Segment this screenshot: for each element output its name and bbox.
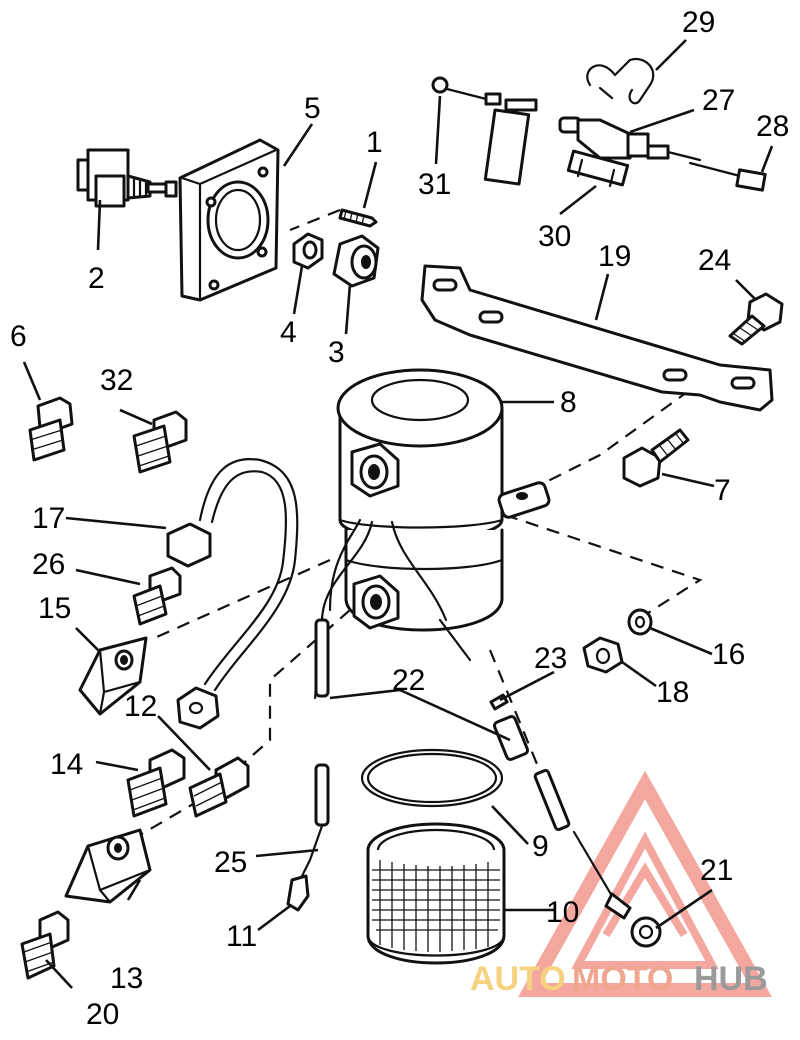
o-ring-part-9 [360, 748, 504, 808]
callout-1: 1 [366, 126, 383, 159]
fitting-part-20 [20, 910, 70, 980]
spacer-part-3 [332, 234, 380, 288]
screw-part-1 [338, 208, 378, 228]
fuse-part-30 [566, 149, 630, 188]
watermark-auto: AUTO [470, 960, 566, 998]
callout-26: 26 [32, 548, 65, 581]
terminal-part-28 [688, 161, 767, 192]
filter-part-10 [366, 822, 506, 965]
callout-10: 10 [546, 896, 579, 929]
callout-5: 5 [304, 92, 321, 125]
callout-3: 3 [328, 336, 345, 369]
callout-28: 28 [756, 110, 789, 143]
plate-part-5 [178, 138, 280, 302]
callout-15: 15 [38, 592, 71, 625]
callout-18: 18 [656, 676, 689, 709]
callout-12: 12 [124, 690, 157, 723]
clip-part-29 [586, 57, 655, 105]
switch-part-2 [76, 148, 178, 208]
callout-25: 25 [214, 846, 247, 879]
bolt-part-24 [728, 292, 784, 346]
callout-16: 16 [712, 638, 745, 671]
bolt-part-7 [622, 428, 690, 488]
watermark-hub: HUB [694, 960, 768, 998]
callout-4: 4 [280, 316, 297, 349]
lead-part-25 [286, 618, 330, 912]
callout-19: 19 [598, 240, 631, 273]
fitting-part-32 [132, 410, 188, 474]
callout-29: 29 [682, 6, 715, 39]
callout-9: 9 [532, 830, 549, 863]
callout-27: 27 [702, 84, 735, 117]
callout-30: 30 [538, 220, 571, 253]
nut-part-4 [292, 232, 324, 270]
callout-21: 21 [700, 854, 733, 887]
leader-lines [22, 39, 774, 989]
callout-7: 7 [714, 474, 731, 507]
pump-part-8 [320, 368, 551, 632]
callout-8: 8 [560, 386, 577, 419]
block-fitting-part-15 [78, 636, 148, 716]
fitting-part-6 [28, 396, 74, 462]
fuse-holder-part-27 [483, 98, 702, 186]
callout-14: 14 [50, 748, 83, 781]
fitting-part-12 [188, 756, 250, 818]
fitting-part-26 [132, 566, 182, 626]
callout-20: 20 [86, 998, 119, 1031]
callout-labels: 1 2 3 4 5 6 7 8 9 10 11 12 13 14 15 16 1… [10, 6, 789, 1031]
callout-11: 11 [226, 920, 257, 953]
ring-terminal-part-21 [604, 892, 662, 948]
callout-23: 23 [534, 642, 567, 675]
lead-wire-part-31 [431, 76, 502, 106]
callout-32: 32 [100, 364, 133, 397]
callout-17: 17 [32, 502, 65, 535]
fuel-line-part-17 [166, 458, 299, 730]
callout-13: 13 [110, 962, 143, 995]
fitting-part-14 [126, 748, 186, 818]
callout-2: 2 [88, 262, 105, 295]
callout-31: 31 [418, 168, 451, 201]
washer-part-16 [627, 608, 653, 636]
watermark-moto: MOTO [572, 960, 673, 998]
callout-6: 6 [10, 320, 27, 353]
callout-24: 24 [698, 244, 731, 277]
callout-22: 22 [392, 664, 425, 697]
bracket-part-19 [420, 264, 774, 412]
block-fitting-part-13 [64, 828, 152, 904]
watermark-text: AUTO MOTO HUB [470, 960, 768, 998]
nut-part-18 [582, 636, 624, 674]
